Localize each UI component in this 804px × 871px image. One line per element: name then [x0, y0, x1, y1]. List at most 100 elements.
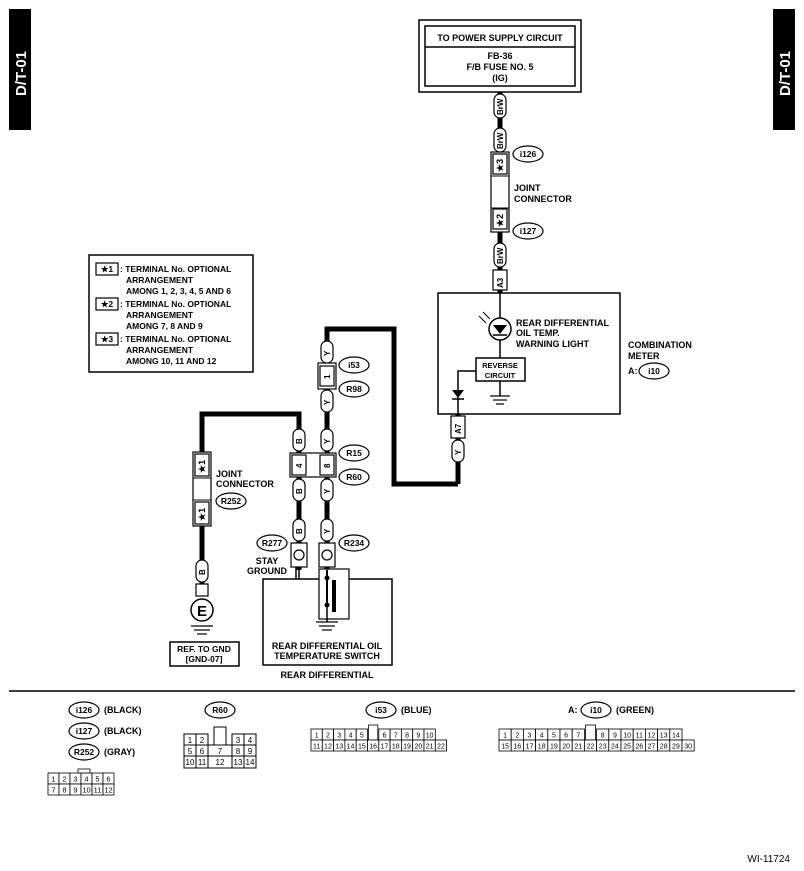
pin-number: 4: [84, 775, 88, 784]
combination-meter-conn-prefix: A:: [628, 366, 638, 376]
connector-r15-r60-body: 4 8: [289, 452, 337, 478]
svg-text:AMONG 1, 2, 3, 4, 5 AND 6: AMONG 1, 2, 3, 4, 5 AND 6: [126, 286, 231, 296]
bottom-connector-i10: A: i10 (GREEN): [568, 701, 654, 719]
connector-key: [368, 724, 379, 741]
pin-a3: A3: [496, 277, 505, 288]
ref-gnd-box: REF. TO GND [GND-07]: [169, 641, 240, 667]
pin-star1-top: ★1: [197, 460, 207, 473]
wire-color-pill: BrW: [493, 93, 507, 119]
wire-color-pill: Y: [320, 478, 334, 502]
ground-icon: [316, 621, 338, 631]
left-page-tab: D/T-01: [9, 9, 31, 130]
pin-number: 21: [574, 744, 582, 751]
pin-number: 12: [104, 786, 112, 795]
pin-number: 16: [513, 744, 521, 751]
svg-text:i127: i127: [520, 226, 537, 236]
svg-text:★1: ★1: [101, 264, 114, 274]
pin-number: 18: [538, 744, 546, 751]
pin-number: 6: [106, 775, 110, 784]
pin-number: 10: [623, 733, 631, 740]
pin-number: 22: [437, 744, 445, 751]
svg-text:CIRCUIT: CIRCUIT: [485, 371, 516, 380]
svg-text:2: 2: [200, 736, 205, 745]
svg-text:i53: i53: [375, 705, 387, 715]
bottom-connector-r252: R252 (GRAY): [68, 743, 135, 761]
svg-text:6: 6: [200, 747, 205, 756]
pin-number: 1: [503, 733, 507, 740]
svg-text:R277: R277: [262, 538, 283, 548]
pin-number: 28: [660, 744, 668, 751]
terminal-r234: [318, 542, 336, 568]
pin-a7-box: A7: [450, 415, 466, 439]
bottom-connector-i53: i53 (BLUE): [365, 701, 432, 719]
connector-r60: R60: [338, 468, 370, 486]
pin-number: 4: [349, 733, 353, 740]
joint-connector-left-label2: CONNECTOR: [216, 479, 274, 489]
svg-text:REVERSE: REVERSE: [482, 361, 518, 370]
pin-number: 30: [684, 744, 692, 751]
connector-r277: R277: [256, 534, 288, 552]
pin-star2: ★2: [495, 214, 505, 227]
svg-text:ARRANGEMENT: ARRANGEMENT: [126, 275, 194, 285]
pin-a7: A7: [454, 423, 463, 434]
power-supply-line2: F/B FUSE NO. 5: [466, 62, 533, 72]
svg-text:R252: R252: [74, 747, 95, 757]
pin-number: 7: [51, 786, 55, 795]
svg-text:[GND-07]: [GND-07]: [186, 654, 223, 664]
pin-number: 20: [414, 744, 422, 751]
connector-i53-body: 1: [317, 362, 337, 390]
pin-number: 10: [82, 786, 90, 795]
pin-number: 3: [73, 775, 77, 784]
pin-number: 15: [501, 744, 509, 751]
svg-text:A:: A:: [568, 705, 578, 715]
pin-number: 5: [95, 775, 99, 784]
pin-number: 19: [550, 744, 558, 751]
svg-text:R15: R15: [346, 448, 362, 458]
svg-text:(GRAY): (GRAY): [104, 747, 135, 757]
rear-differential-label: REAR DIFFERENTIAL: [281, 670, 374, 680]
pin-cell: [681, 739, 695, 752]
terminal-r277: [290, 542, 308, 568]
svg-text:5: 5: [188, 747, 193, 756]
pin-4: 4: [295, 463, 304, 468]
svg-text:3: 3: [236, 736, 241, 745]
legend-box: ★1 : TERMINAL No. OPTIONAL ARRANGEMENT A…: [88, 254, 254, 373]
wire-color-pill: BrW: [493, 242, 507, 268]
pin-number: 9: [73, 786, 77, 795]
pin-number: 1: [51, 775, 55, 784]
svg-text:AMONG 10, 11 AND 12: AMONG 10, 11 AND 12: [126, 356, 217, 366]
svg-text:i10: i10: [590, 705, 602, 715]
svg-text:(BLUE): (BLUE): [401, 705, 432, 715]
pin-number: 5: [360, 733, 364, 740]
svg-text:REF. TO GND: REF. TO GND: [177, 644, 231, 654]
pin-number: 8: [601, 733, 605, 740]
bottom-connector-i126: i126 (BLACK): [68, 701, 142, 719]
svg-text:(BLACK): (BLACK): [104, 705, 142, 715]
pin-number: 13: [660, 733, 668, 740]
bottom-connector-i127: i127 (BLACK): [68, 722, 142, 740]
svg-text:i127: i127: [76, 726, 93, 736]
pin-number: 11: [313, 744, 320, 751]
stay-ground-label2: GROUND: [247, 566, 287, 576]
svg-text:R98: R98: [346, 384, 362, 394]
svg-text:★3: ★3: [101, 334, 114, 344]
wire-color-pill: B: [292, 478, 306, 502]
connector-i10: i10: [638, 362, 670, 380]
pin-number: 25: [623, 744, 631, 751]
svg-text:Y: Y: [323, 399, 332, 405]
connector-r98: R98: [338, 380, 370, 398]
svg-text:Y: Y: [323, 350, 332, 356]
svg-text:i53: i53: [348, 360, 360, 370]
pin-number: 19: [403, 744, 411, 751]
bottom-connector-r60: R60: [204, 701, 236, 719]
svg-text:B: B: [295, 488, 304, 494]
pin-number: 22: [587, 744, 595, 751]
pin-number: 6: [382, 733, 386, 740]
svg-text:BrW: BrW: [496, 132, 505, 149]
pin-number: 11: [94, 786, 102, 795]
pin-number: 8: [62, 786, 66, 795]
connector-r15: R15: [338, 444, 370, 462]
